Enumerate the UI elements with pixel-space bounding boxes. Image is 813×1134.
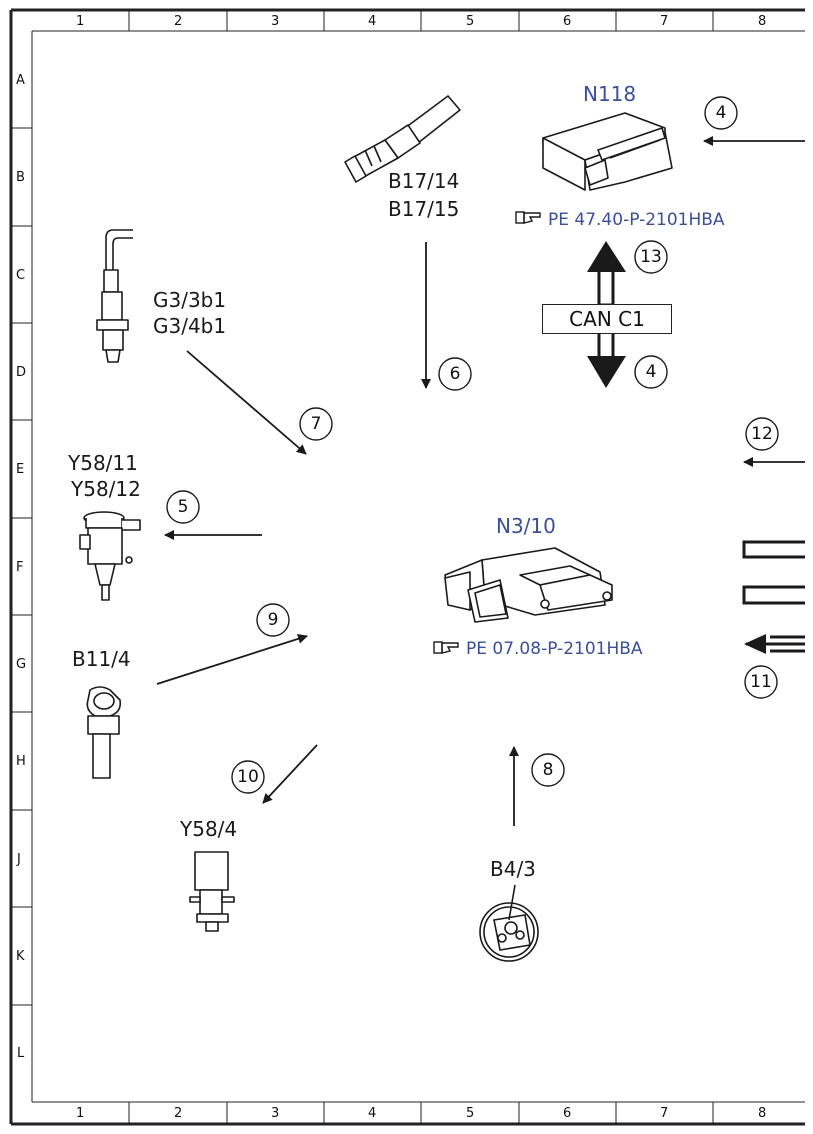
n118-label: N118 bbox=[583, 82, 637, 106]
grid-col-label: 2 bbox=[174, 1106, 183, 1121]
callout-circles bbox=[166, 96, 779, 794]
callout-7: 7 bbox=[310, 414, 322, 434]
callout-13: 13 bbox=[640, 247, 662, 267]
y58-4-valve-drawing bbox=[189, 851, 235, 932]
grid-col-label: 1 bbox=[76, 1106, 85, 1121]
grid-col-label: 5 bbox=[466, 1106, 475, 1121]
grid-col-label: 2 bbox=[174, 14, 183, 29]
grid-col-label: 8 bbox=[758, 14, 767, 29]
can-c1-bus-box: CAN C1 bbox=[542, 304, 672, 334]
grid-row-label: L bbox=[17, 1046, 25, 1061]
grid-ticks bbox=[11, 10, 714, 1124]
callout-11: 11 bbox=[750, 672, 772, 692]
b11-4-label: B11/4 bbox=[72, 647, 131, 671]
grid-col-label: 5 bbox=[466, 14, 475, 29]
grid-col-label: 3 bbox=[271, 1106, 280, 1121]
callout-12: 12 bbox=[751, 424, 773, 444]
grid-col-label: 6 bbox=[563, 1106, 572, 1121]
arrow-b11-4 bbox=[156, 633, 308, 685]
callout-8: 8 bbox=[542, 760, 554, 780]
n118-module-drawing bbox=[542, 112, 673, 191]
b11-4-sensor-drawing bbox=[86, 686, 122, 779]
grid-col-label: 6 bbox=[563, 14, 572, 29]
y58-11-label: Y58/11 bbox=[68, 451, 138, 475]
n3-10-ecu-drawing bbox=[444, 547, 613, 623]
g3-oxygen-sensor-drawing bbox=[96, 229, 133, 363]
b17-14-label: B17/14 bbox=[388, 169, 460, 193]
callout-9: 9 bbox=[267, 610, 279, 630]
grid-col-label: 8 bbox=[758, 1106, 767, 1121]
grid-col-label: 4 bbox=[368, 1106, 377, 1121]
n118-reference-link[interactable]: PE 47.40-P-2101HBA bbox=[548, 210, 725, 230]
callout-6: 6 bbox=[449, 364, 461, 384]
g3-4b1-label: G3/4b1 bbox=[153, 314, 227, 338]
grid-row-label: H bbox=[16, 754, 26, 769]
y58-4-label: Y58/4 bbox=[180, 817, 238, 841]
drawing-frame bbox=[9, 8, 805, 1126]
arrow-g3 bbox=[186, 350, 307, 455]
callout-5: 5 bbox=[177, 497, 189, 517]
g3-3b1-label: G3/3b1 bbox=[153, 288, 227, 312]
grid-row-label: A bbox=[16, 73, 25, 88]
grid-row-label: D bbox=[16, 365, 27, 380]
right-edge-connectors bbox=[742, 540, 805, 605]
callout-4-bottom: 4 bbox=[645, 362, 657, 382]
grid-col-label: 7 bbox=[660, 1106, 669, 1121]
n3-10-label: N3/10 bbox=[496, 514, 556, 538]
b17-sensor-drawing bbox=[344, 95, 461, 183]
y58-11-valve-drawing bbox=[79, 511, 141, 601]
grid-row-label: C bbox=[16, 268, 26, 283]
b17-15-label: B17/15 bbox=[388, 197, 460, 221]
grid-row-label: K bbox=[16, 949, 25, 964]
grid-row-label: G bbox=[16, 657, 27, 672]
signal-arrows bbox=[156, 136, 805, 826]
grid-row-label: F bbox=[16, 560, 24, 575]
y58-12-label: Y58/12 bbox=[71, 477, 141, 501]
grid-col-label: 7 bbox=[660, 14, 669, 29]
grid-row-label: B bbox=[16, 170, 25, 185]
callout-10: 10 bbox=[237, 767, 259, 787]
grid-col-label: 1 bbox=[76, 14, 85, 29]
grid-col-label: 3 bbox=[271, 14, 280, 29]
grid-col-label: 4 bbox=[368, 14, 377, 29]
grid-row-label: E bbox=[16, 462, 25, 477]
pointing-hand-icon bbox=[433, 641, 459, 654]
b4-3-label: B4/3 bbox=[490, 857, 536, 881]
pointing-hand-icon bbox=[515, 211, 541, 224]
b4-3-sensor-drawing bbox=[479, 884, 539, 962]
grid-row-label: J bbox=[17, 852, 21, 867]
callout-4-top: 4 bbox=[715, 103, 727, 123]
arrow-y58-4 bbox=[262, 744, 318, 804]
n3-10-reference-link[interactable]: PE 07.08-P-2101HBA bbox=[466, 639, 643, 659]
